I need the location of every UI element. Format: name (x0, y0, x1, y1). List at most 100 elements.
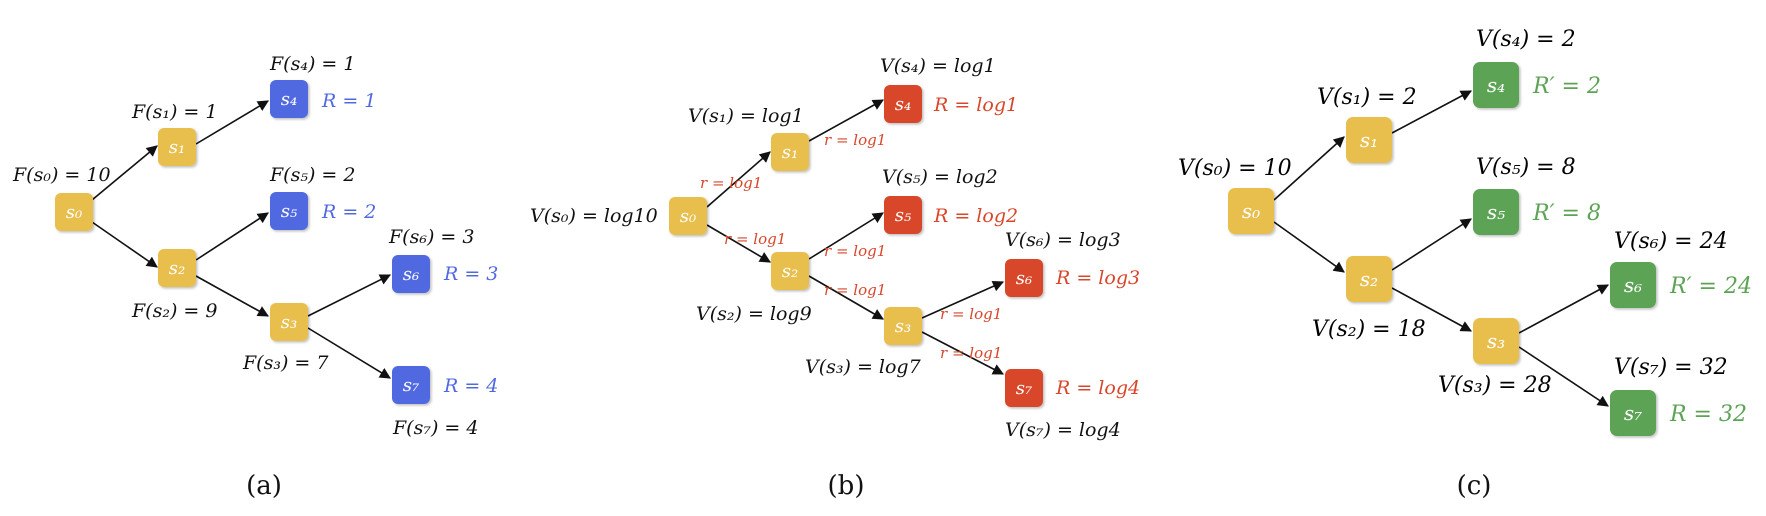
edge-b-s2-s5 (808, 212, 884, 260)
node-c-s7: s₇ (1610, 390, 1656, 436)
label-a-s4: F(s₄) = 1 (269, 53, 355, 75)
edge-c-s2-s3 (1391, 287, 1472, 332)
node-a-s6: s₆ (392, 255, 430, 293)
node-a-s7: s₇ (392, 366, 430, 404)
node-a-s5-label: s₅ (281, 201, 297, 222)
caption-a: (a) (246, 471, 282, 501)
edge-reward-b-s2-s5: r = log1 (824, 242, 886, 260)
node-a-s3-label: s₃ (281, 312, 297, 333)
node-b-s5-label: s₅ (895, 205, 911, 226)
caption-c: (c) (1457, 471, 1492, 501)
reward-b-s4: R = log1 (933, 94, 1018, 116)
label-a-s3: F(s₃) = 7 (242, 352, 329, 374)
node-b-s6: s₆ (1005, 259, 1043, 297)
edge-b-s3-s6 (921, 280, 1005, 319)
node-b-s5: s₅ (884, 196, 922, 234)
edge-a-s2-s5 (195, 212, 269, 261)
panel-a: s₀ s₁ s₂ s₃ s₄ s₅ s₆ s₇ (12, 53, 498, 501)
edge-b-s2-s3 (808, 275, 884, 320)
edge-reward-b-s3-s6: r = log1 (940, 305, 1002, 323)
node-a-s7-label: s₇ (403, 375, 419, 396)
label-b-s0: V(s₀) = log10 (530, 205, 658, 227)
node-a-s4-label: s₄ (281, 89, 297, 110)
label-b-s6: V(s₆) = log3 (1005, 229, 1121, 251)
edge-reward-b-s1-s4: r = log1 (824, 131, 886, 149)
node-c-s6-label: s₆ (1624, 273, 1642, 297)
node-b-s6-label: s₆ (1016, 268, 1032, 289)
edge-reward-b-s3-s7: r = log1 (940, 344, 1002, 362)
edge-c-s2-s5 (1391, 218, 1472, 271)
edge-b-s0-s1 (706, 151, 771, 208)
label-c-s3: V(s₃) = 28 (1438, 373, 1552, 398)
edge-a-s2-s3 (195, 275, 269, 317)
node-c-s5: s₅ (1473, 189, 1519, 235)
node-a-s2: s₂ (158, 249, 196, 287)
node-c-s3-label: s₃ (1487, 329, 1505, 353)
node-b-s0-label: s₀ (680, 206, 696, 227)
node-c-s4-label: s₄ (1487, 73, 1505, 97)
label-c-s5: V(s₅) = 8 (1476, 155, 1576, 180)
label-c-s1: V(s₁) = 2 (1317, 85, 1417, 110)
edge-b-s0-s2 (706, 224, 771, 263)
label-a-s6: F(s₆) = 3 (388, 226, 474, 248)
reward-a-s7: R = 4 (443, 375, 498, 397)
label-a-s0: F(s₀) = 10 (12, 164, 111, 186)
node-a-s1-label: s₁ (169, 137, 185, 158)
label-a-s5: F(s₅) = 2 (269, 164, 355, 186)
node-c-s2-label: s₂ (1360, 267, 1378, 291)
reward-a-s4: R = 1 (321, 90, 376, 112)
edge-reward-b-s0-s1: r = log1 (700, 174, 762, 192)
label-c-s4: V(s₄) = 2 (1476, 27, 1576, 52)
edge-a-s3-s6 (307, 274, 392, 317)
reward-c-s6: R′ = 24 (1669, 274, 1752, 299)
node-b-s1: s₁ (771, 133, 809, 171)
node-b-s2: s₂ (771, 252, 809, 290)
label-b-s4: V(s₄) = log1 (880, 55, 996, 77)
edge-c-s3-s6 (1518, 284, 1609, 334)
edge-reward-b-s0-s2: r = log1 (724, 230, 786, 248)
node-b-s3-label: s₃ (895, 316, 911, 337)
label-c-s7: V(s₇) = 32 (1614, 355, 1728, 380)
node-a-s3: s₃ (270, 303, 308, 341)
node-c-s0-label: s₀ (1242, 199, 1260, 223)
node-a-s0: s₀ (55, 193, 93, 231)
edge-a-s0-s2 (91, 221, 158, 268)
label-a-s7: F(s₇) = 4 (392, 417, 478, 439)
node-a-s0-label: s₀ (66, 202, 82, 223)
label-c-s0: V(s₀) = 10 (1178, 156, 1292, 181)
node-c-s3: s₃ (1473, 318, 1519, 364)
reward-a-s5: R = 2 (321, 201, 376, 223)
node-b-s4-label: s₄ (895, 94, 911, 115)
node-c-s4: s₄ (1473, 62, 1519, 108)
node-a-s5: s₅ (270, 192, 308, 230)
node-b-s2-label: s₂ (782, 261, 798, 282)
label-b-s7: V(s₇) = log4 (1005, 419, 1121, 441)
reward-a-s6: R = 3 (443, 263, 498, 285)
node-c-s2: s₂ (1346, 256, 1392, 302)
edge-a-s0-s1 (91, 145, 158, 201)
reward-b-s6: R = log3 (1055, 267, 1140, 289)
panel-b: s₀ s₁ s₂ s₃ s₄ s₅ s₆ s₇ (530, 55, 1140, 501)
node-a-s6-label: s₆ (403, 264, 419, 285)
reward-b-s5: R = log2 (933, 205, 1018, 227)
label-b-s2: V(s₂) = log9 (696, 303, 812, 325)
label-a-s1: F(s₁) = 1 (131, 101, 217, 123)
edge-c-s0-s1 (1273, 136, 1345, 201)
caption-b: (b) (828, 471, 865, 501)
node-a-s1: s₁ (158, 128, 196, 166)
reward-b-s7: R = log4 (1055, 377, 1140, 399)
reward-c-s7: R = 32 (1669, 402, 1747, 427)
label-b-s3: V(s₃) = log7 (805, 356, 922, 378)
node-c-s7-label: s₇ (1624, 401, 1642, 425)
node-b-s1-label: s₁ (782, 142, 798, 163)
label-b-s5: V(s₅) = log2 (882, 166, 998, 188)
label-b-s1: V(s₁) = log1 (688, 105, 804, 127)
edge-reward-b-s2-s3: r = log1 (824, 281, 886, 299)
label-a-s2: F(s₂) = 9 (131, 300, 217, 322)
label-c-s2: V(s₂) = 18 (1312, 317, 1426, 342)
node-c-s1: s₁ (1346, 117, 1392, 163)
edge-b-s3-s7 (921, 331, 1004, 375)
node-c-s1-label: s₁ (1360, 128, 1378, 152)
node-b-s7-label: s₇ (1016, 378, 1032, 399)
